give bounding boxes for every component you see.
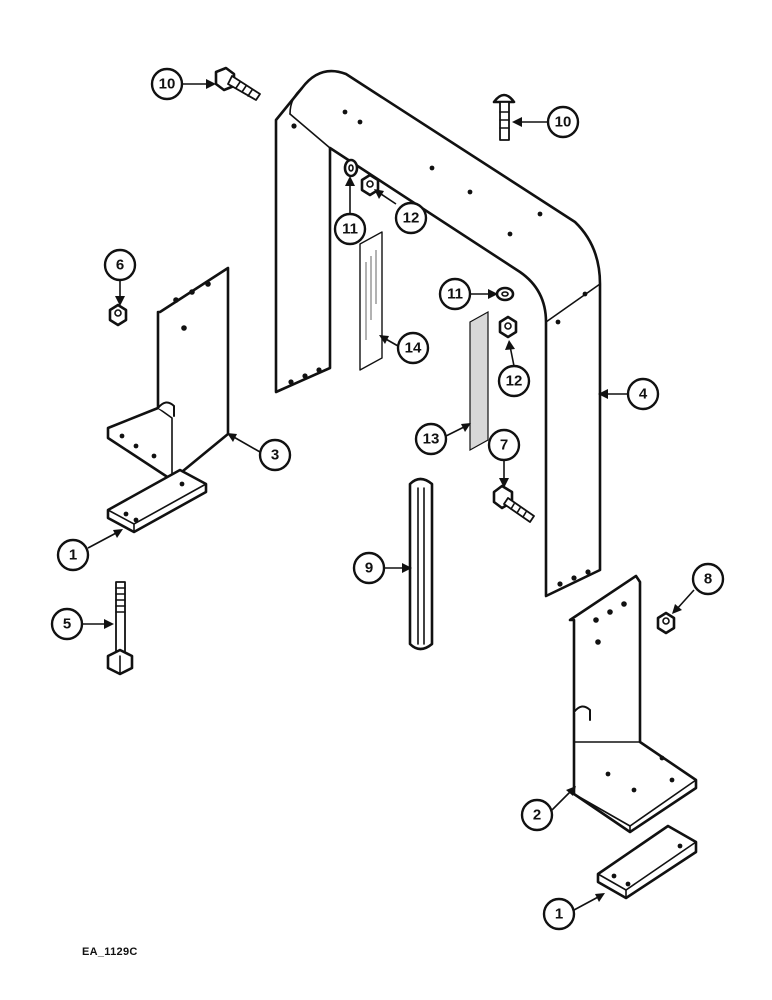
callout-7: 7 (487, 428, 521, 462)
callout-10-left: 10 (150, 67, 184, 101)
callout-number: 12 (403, 210, 420, 227)
part-14-caution-decal (359, 231, 383, 371)
callout-number: 3 (271, 447, 279, 464)
callout-3: 3 (258, 438, 292, 472)
callout-number: 9 (365, 560, 373, 577)
callout-number: 1 (555, 906, 563, 923)
part-11-upper-washer (343, 158, 359, 178)
callout-number: 10 (555, 114, 572, 131)
callout-14: 14 (396, 331, 430, 365)
callout-10-right: 10 (546, 105, 580, 139)
callout-11-upper: 11 (333, 212, 367, 246)
callout-number: 10 (159, 76, 176, 93)
part-11-right-washer (495, 286, 515, 302)
callouts: 10 10 11 12 6 11 14 12 (50, 67, 725, 931)
callout-9: 9 (352, 551, 386, 585)
callout-2: 2 (520, 798, 554, 832)
callout-number: 1 (69, 547, 77, 564)
callout-number: 14 (405, 340, 422, 357)
part-10-right-bolt (492, 93, 516, 141)
callout-number: 2 (533, 807, 541, 824)
callout-number: 13 (423, 431, 440, 448)
part-6-nut (108, 303, 128, 327)
callout-number: 4 (639, 386, 648, 403)
callout-number: 12 (506, 373, 523, 390)
part-3-left-bracket (106, 266, 230, 482)
part-8-nut (656, 611, 676, 635)
callout-12-upper: 12 (394, 201, 428, 235)
callout-6: 6 (103, 248, 137, 282)
part-4-frame (274, 69, 602, 598)
callout-5: 5 (50, 607, 84, 641)
callout-1-upper: 1 (56, 538, 90, 572)
callout-number: 5 (63, 616, 71, 633)
callout-8: 8 (691, 562, 725, 596)
callout-number: 7 (500, 437, 508, 454)
part-13-decal (469, 310, 489, 452)
callout-number: 6 (116, 257, 124, 274)
part-1-lower-shim-plate (596, 824, 698, 900)
callout-number: 11 (447, 286, 463, 303)
callout-number: 8 (704, 571, 712, 588)
callout-11-right: 11 (438, 277, 472, 311)
part-12-right-nut (498, 315, 518, 339)
part-5-bolt (106, 581, 134, 676)
callout-1-lower: 1 (542, 897, 576, 931)
part-7-bolt (492, 484, 535, 523)
callout-leaders (82, 79, 695, 911)
callout-4: 4 (626, 377, 660, 411)
part-10-left-bolt (214, 66, 261, 101)
part-9-molding-strip (408, 477, 434, 651)
callout-12-right: 12 (497, 364, 531, 398)
callout-number: 11 (342, 221, 358, 238)
part-1-upper-shim-plate (106, 468, 208, 534)
drawing-reference-code: EA_1129C (82, 946, 138, 958)
part-2-right-bracket (568, 574, 698, 834)
callout-13: 13 (414, 422, 448, 456)
